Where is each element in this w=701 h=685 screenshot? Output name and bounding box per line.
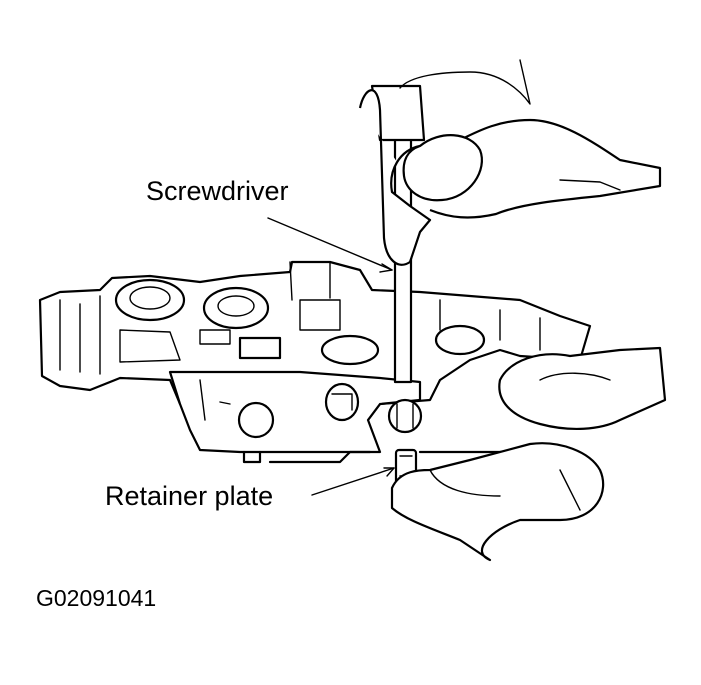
retainer-plate-label: Retainer plate <box>105 481 274 511</box>
valve-body <box>38 260 592 501</box>
upper-hand <box>358 59 662 266</box>
retainer-leader-arrow <box>383 467 395 477</box>
right-hand <box>498 346 667 431</box>
screwdriver-leader-arrow <box>379 263 393 273</box>
lower-hand <box>390 442 605 562</box>
screwdriver-label: Screwdriver <box>146 176 289 206</box>
screwdriver-leader-line <box>267 217 393 271</box>
figure-id: G02091041 <box>36 585 157 611</box>
retainer-leader-line <box>311 467 395 496</box>
